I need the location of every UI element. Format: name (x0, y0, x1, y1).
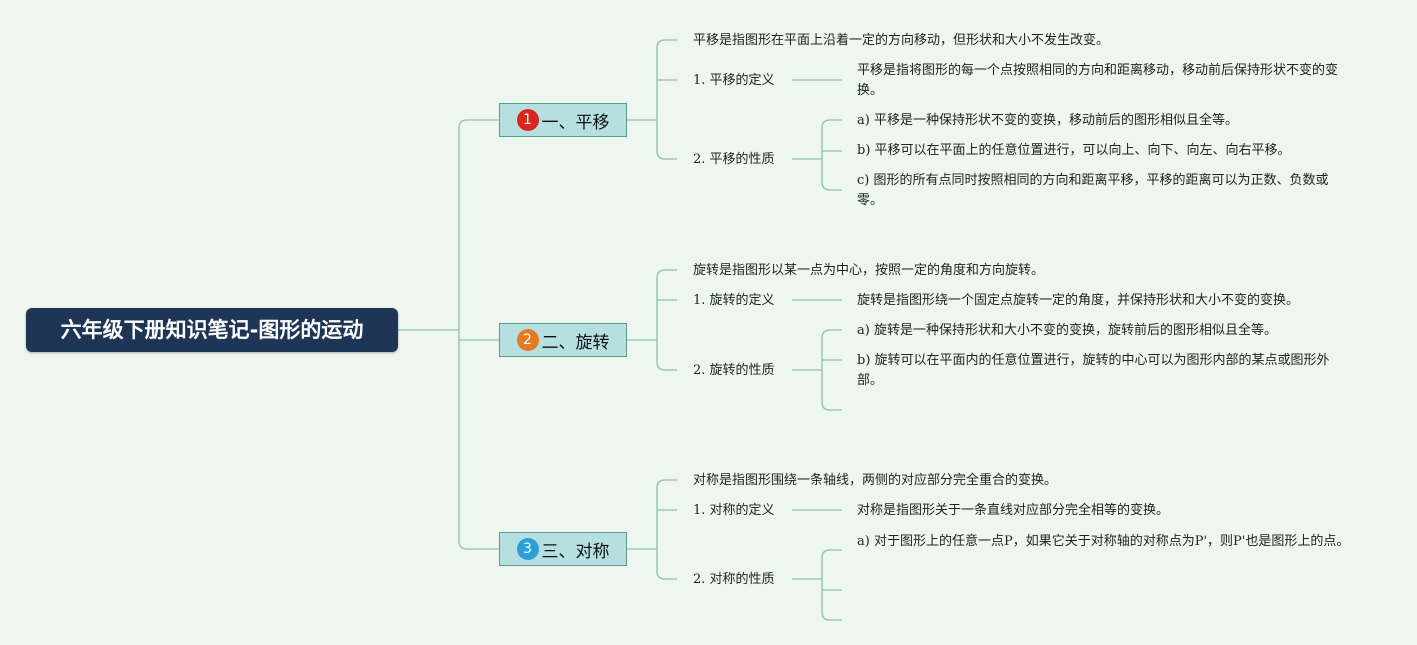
branch-label: 三、对称 (541, 541, 610, 562)
property-item: a) 对于图形上的任意一点P，如果它关于对称轴的对称点为P'，则P'也是图形上的… (857, 534, 1350, 549)
summary-text: 对称是指图形围绕一条轴线，两侧的对应部分完全重合的变换。 (693, 473, 1058, 488)
definition-label[interactable]: 1. 对称的定义 (693, 503, 775, 518)
property-item: a) 旋转是一种保持形状和大小不变的变换，旋转前后的图形相似且全等。 (857, 323, 1277, 338)
property-label[interactable]: 2. 对称的性质 (693, 572, 775, 587)
branch-node-rotation[interactable]: 2 二、旋转 (499, 323, 627, 357)
branch-label: 二、旋转 (541, 332, 610, 353)
property-item: a) 平移是一种保持形状不变的变换，移动前后的图形相似且全等。 (857, 113, 1238, 128)
branch-node-symmetry[interactable]: 3 三、对称 (499, 532, 627, 566)
branch-label: 一、平移 (541, 112, 610, 133)
property-item: b) 旋转可以在平面内的任意位置进行，旋转的中心可以为图形内部的某点或图形外部。 (857, 353, 1330, 388)
property-label[interactable]: 2. 平移的性质 (693, 152, 775, 167)
root-node[interactable]: 六年级下册知识笔记-图形的运动 (26, 308, 398, 352)
number-badge-icon: 3 (516, 538, 539, 560)
definition-text: 旋转是指图形绕一个固定点旋转一定的角度，并保持形状和大小不变的变换。 (857, 293, 1300, 308)
property-item: b) 平移可以在平面上的任意位置进行，可以向上、向下、向左、向右平移。 (857, 143, 1291, 158)
definition-text: 平移是指将图形的每一个点按照相同的方向和距离移动，移动前后保持形状不变的变换。 (857, 63, 1339, 98)
branch-node-translation[interactable]: 1 一、平移 (499, 103, 627, 137)
summary-text: 旋转是指图形以某一点为中心，按照一定的角度和方向旋转。 (693, 263, 1045, 278)
number-badge-icon: 2 (516, 329, 539, 351)
property-label[interactable]: 2. 旋转的性质 (693, 363, 775, 378)
definition-text: 对称是指图形关于一条直线对应部分完全相等的变换。 (857, 503, 1170, 518)
number-badge-icon: 1 (516, 109, 539, 131)
summary-text: 平移是指图形在平面上沿着一定的方向移动，但形状和大小不发生改变。 (693, 33, 1110, 48)
definition-label[interactable]: 1. 旋转的定义 (693, 293, 775, 308)
property-item: c) 图形的所有点同时按照相同的方向和距离平移，平移的距离可以为正数、负数或零。 (857, 173, 1329, 208)
definition-label[interactable]: 1. 平移的定义 (693, 73, 775, 88)
